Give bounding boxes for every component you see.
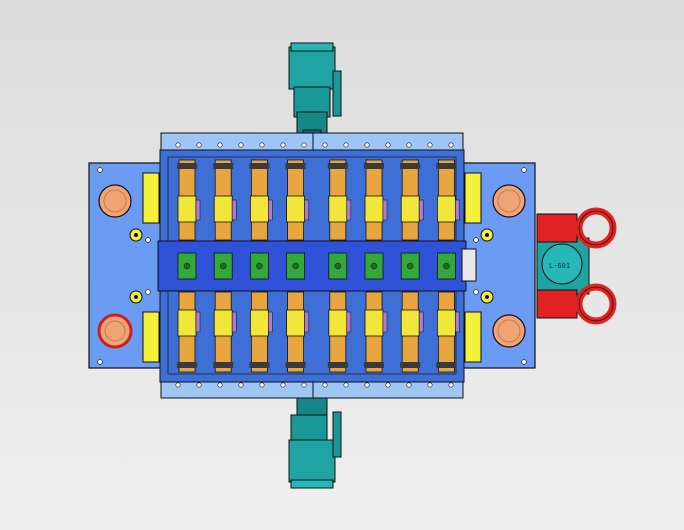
nozzle-column [213, 159, 237, 373]
guide-bushings [97, 184, 526, 349]
bolt-head [448, 142, 454, 148]
nameplate-stamp: L-601 [549, 262, 570, 270]
bolt-head [217, 142, 223, 148]
bolt-head [301, 142, 307, 148]
bolt-head [448, 382, 454, 388]
bolt-head [280, 382, 286, 388]
bolt-head [364, 142, 370, 148]
nozzle-column [400, 159, 424, 373]
bolt-head [196, 142, 202, 148]
bolt-head [406, 382, 412, 388]
bolt-head [473, 237, 479, 243]
lift-assembly: L-601 [536, 207, 617, 325]
bolt-head [322, 142, 328, 148]
bolt-head [322, 382, 328, 388]
nozzle-columns [177, 159, 460, 373]
bolt-head [175, 382, 181, 388]
bolt-head [343, 142, 349, 148]
bolt-head [427, 142, 433, 148]
bolt-head [427, 382, 433, 388]
nozzle-column [364, 159, 388, 373]
bolt-head [364, 382, 370, 388]
bolt-head [175, 142, 181, 148]
bolt-head [259, 382, 265, 388]
bolt-head [238, 142, 244, 148]
bolt-head [280, 142, 286, 148]
bottom-cylinder [288, 386, 342, 489]
bolt-head [301, 382, 307, 388]
bolt-head [259, 142, 265, 148]
bolt-head [196, 382, 202, 388]
bolt-head [385, 382, 391, 388]
bolt-head [385, 142, 391, 148]
locating-pins [129, 228, 494, 304]
nozzle-column [285, 159, 309, 373]
nozzle-column [177, 159, 201, 373]
bolt-head [217, 382, 223, 388]
bolt-head [145, 289, 151, 295]
bolt-head [473, 289, 479, 295]
bolt-head [521, 167, 527, 173]
bolt-head [521, 359, 527, 365]
yellow-blocks [142, 172, 482, 363]
bolt-head [97, 359, 103, 365]
nozzle-column [327, 159, 352, 373]
bolt-head [145, 237, 151, 243]
nozzle-column [249, 159, 273, 373]
bolt-head [97, 167, 103, 173]
bolt-head [343, 382, 349, 388]
plate-bolts [97, 142, 527, 388]
manifold-bar [157, 240, 467, 292]
bolt-head [238, 382, 244, 388]
bolt-head [406, 142, 412, 148]
top-cylinder [288, 42, 342, 145]
nozzle-column [436, 159, 460, 373]
